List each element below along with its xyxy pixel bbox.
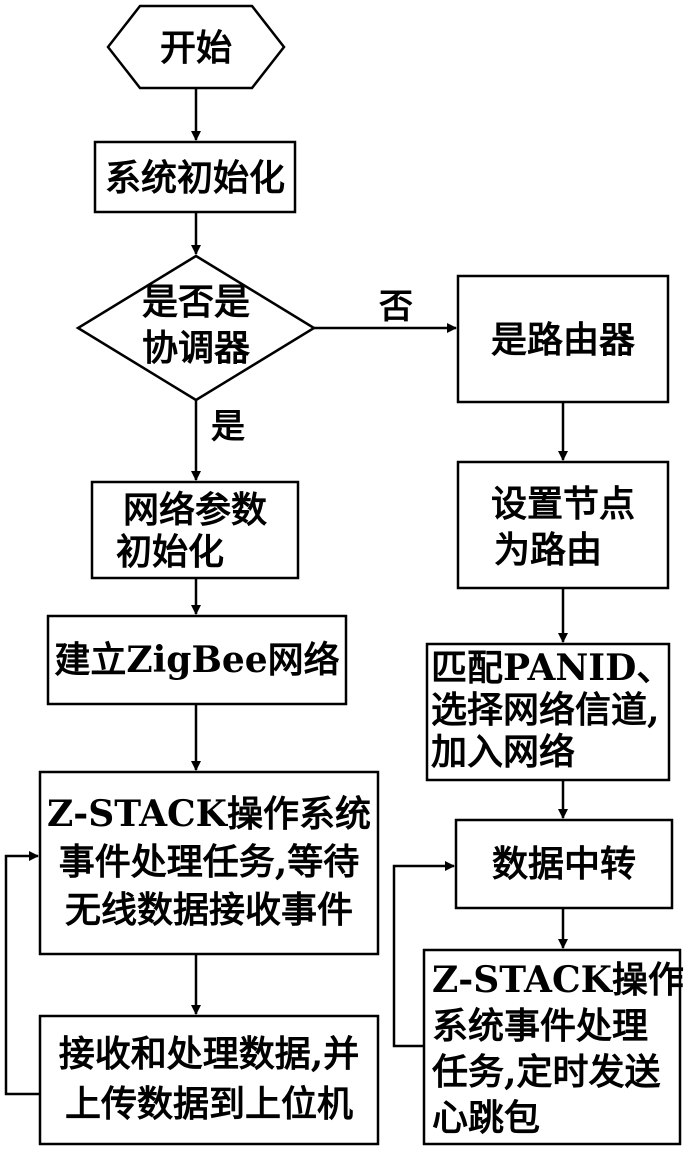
decision-label-line1: 是否是 — [142, 281, 250, 323]
zstack-router-line3: 任务,定时发送 — [432, 1051, 661, 1093]
zstack-router-line4: 心跳包 — [432, 1097, 540, 1139]
match-panid-line2: 选择网络信道, — [431, 689, 660, 731]
set-router-node: 设置节点 为路由 — [456, 460, 670, 590]
decision-label-line2: 协调器 — [142, 327, 251, 369]
sys-init-label: 系统初始化 — [105, 157, 285, 199]
build-net-label: 建立ZigBee网络 — [54, 639, 339, 681]
zstack-coord-line3: 无线数据接收事件 — [65, 889, 353, 931]
data-relay-node: 数据中转 — [454, 818, 674, 910]
start-label: 开始 — [160, 27, 232, 69]
recv-proc-line1: 接收和处理数据,并 — [59, 1033, 360, 1075]
zstack-coord-line1: Z-STACK操作系统 — [47, 793, 371, 835]
edge-no-label: 否 — [379, 287, 413, 327]
recv-proc-line2: 上传数据到上位机 — [65, 1083, 353, 1125]
match-panid-line1: 匹配PANID、 — [431, 647, 672, 689]
edge-loop-coord — [4, 851, 40, 1096]
sys-init-node: 系统初始化 — [93, 140, 297, 214]
recv-proc-node: 接收和处理数据,并 上传数据到上位机 — [38, 1014, 380, 1146]
set-router-line1: 设置节点 — [491, 483, 635, 525]
net-param-line1: 网络参数 — [123, 489, 267, 531]
match-panid-line3: 加入网络 — [431, 731, 575, 773]
data-relay-label: 数据中转 — [492, 843, 636, 885]
edge-loop-router — [392, 861, 455, 1048]
start-node: 开始 — [106, 4, 286, 90]
net-param-line2: 初始化 — [116, 531, 224, 573]
zstack-coord-line2: 事件处理任务,等待 — [59, 841, 360, 883]
set-router-line2: 为路由 — [494, 529, 602, 571]
zstack-router-line2: 系统事件处理 — [432, 1005, 648, 1047]
zstack-router-line1: Z-STACK操作 — [432, 959, 684, 1001]
zstack-coord-node: Z-STACK操作系统 事件处理任务,等待 无线数据接收事件 — [38, 770, 380, 956]
build-net-node: 建立ZigBee网络 — [46, 614, 348, 706]
net-param-node: 网络参数 初始化 — [90, 480, 300, 580]
match-panid-node: 匹配PANID、 选择网络信道, 加入网络 — [425, 642, 672, 782]
is-router-node: 是路由器 — [456, 274, 670, 404]
zstack-router-node: Z-STACK操作 系统事件处理 任务,定时发送 心跳包 — [422, 948, 684, 1146]
is-router-label: 是路由器 — [491, 319, 636, 361]
decision-node: 是否是 协调器 — [75, 254, 317, 402]
edge-yes-label: 是 — [211, 407, 245, 447]
